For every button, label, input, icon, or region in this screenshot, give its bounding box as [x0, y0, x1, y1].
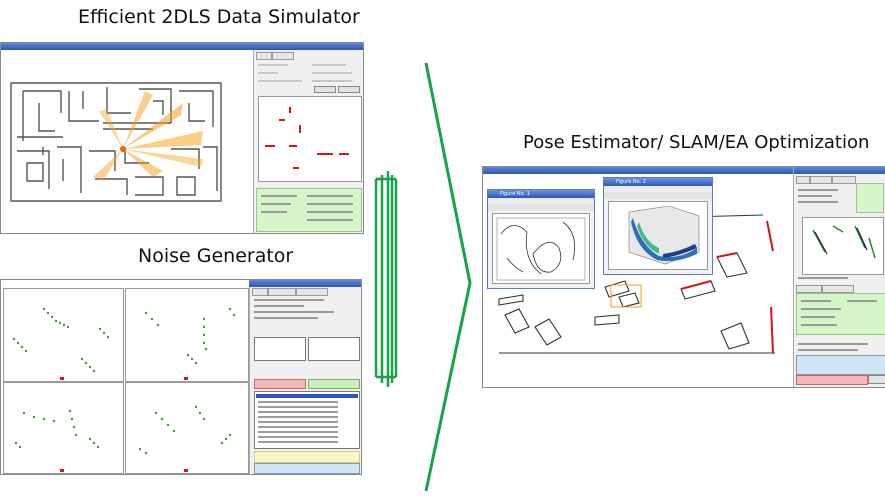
noise-summary-box: [254, 463, 360, 474]
simulate-button[interactable]: [314, 86, 336, 93]
simulator-title-bar: [1, 43, 363, 50]
simulator-settings-box: [256, 188, 362, 232]
figure-2-title: Figure No. 2: [616, 179, 646, 185]
figure-1-title: Figure No. 1: [500, 191, 530, 197]
floor-plan-map: [10, 82, 222, 202]
noise-title-bar: [249, 280, 361, 287]
sensor-position-marker: [120, 146, 126, 152]
estimator-title-bar: [483, 167, 885, 174]
noise-plot-4: [125, 382, 249, 474]
scan-view-plot: [258, 96, 362, 182]
noise-parameter-grid[interactable]: [254, 337, 306, 361]
slam-map: [498, 214, 775, 354]
noise-status-red: [254, 379, 306, 389]
simulator-control-panel: [253, 50, 363, 233]
pose-estimator-screenshot: Figure No. 1 Figure No. 2: [482, 166, 885, 388]
noise-plot-2: [125, 288, 249, 382]
noise-status-green: [308, 379, 360, 389]
arrow-right-icon: [374, 62, 472, 492]
simulator-screenshot: [0, 42, 364, 234]
scan-match-plot: [802, 217, 884, 275]
estimator-run-button[interactable]: [868, 375, 885, 384]
noise-plot-3: [3, 382, 124, 474]
noise-value-grid[interactable]: [308, 337, 360, 361]
estimator-heading: Pose Estimator/ SLAM/EA Optimization: [523, 132, 870, 153]
noise-generator-heading: Noise Generator: [138, 245, 294, 267]
figure-1-window[interactable]: Figure No. 1: [487, 189, 595, 289]
noise-data-list[interactable]: [254, 391, 360, 449]
figure-2-window[interactable]: Figure No. 2: [603, 177, 713, 275]
noise-plot-1: [3, 288, 124, 382]
noise-generator-screenshot: [0, 279, 362, 475]
estimator-control-panel: [793, 167, 885, 387]
noise-control-panel: [249, 287, 361, 474]
noise-log-box: [254, 451, 360, 463]
estimator-status-red: [796, 375, 868, 385]
simulator-heading: Efficient 2DLS Data Simulator: [78, 6, 360, 28]
stop-button[interactable]: [338, 86, 360, 93]
